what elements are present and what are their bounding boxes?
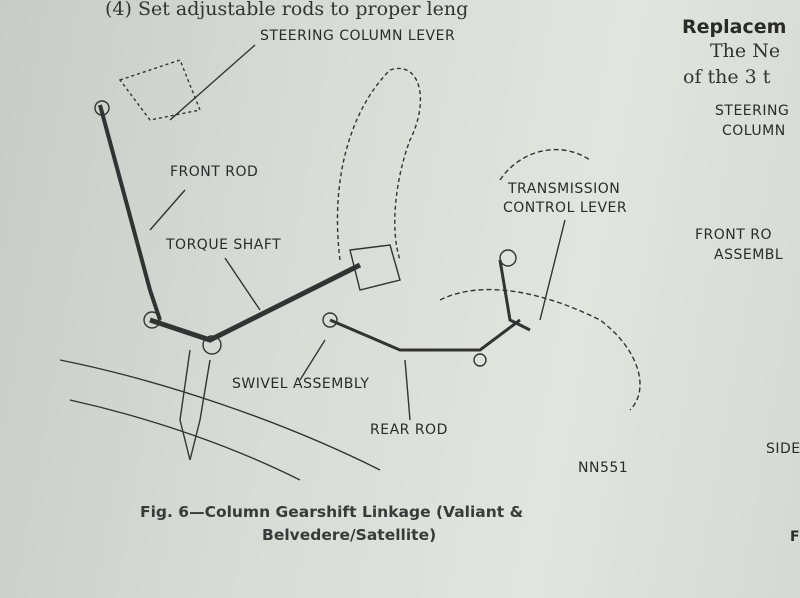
swivel-assembly: [322, 312, 338, 328]
diagram-label: ASSEMBL: [714, 247, 784, 263]
diagram-label: SIDE: [766, 441, 800, 457]
figure-code: NN551: [578, 460, 629, 476]
label-transmission-control-lever: CONTROL LEVER: [503, 200, 628, 216]
leader-line: [299, 339, 326, 381]
figure-caption-line1: Fig. 6—Column Gearshift Linkage (Valiant…: [140, 503, 524, 521]
label-transmission-control-lever: TRANSMISSION: [508, 181, 621, 197]
body-text-line: (4) Set adjustable rods to proper leng: [105, 0, 469, 20]
leader-line: [404, 359, 411, 421]
section-heading: Replacem: [682, 16, 787, 38]
lower-bracket: [179, 349, 211, 461]
rear-rod: [329, 318, 521, 352]
label-swivel-assembly: SWIVEL ASSEMBLY: [232, 376, 370, 392]
diagram-label: FRONT RO: [695, 227, 773, 243]
rear-rod-joint: [473, 353, 487, 367]
steering-column: [118, 59, 201, 121]
torque-shaft-pivot: [202, 335, 222, 355]
leader-line: [539, 219, 566, 321]
label-torque-shaft: TORQUE SHAFT: [166, 237, 282, 253]
torque-shaft-bracket: [349, 244, 401, 291]
front-rod: [98, 104, 162, 321]
body-text-line: The Ne: [710, 40, 781, 62]
label-front-rod: FRONT ROD: [170, 164, 259, 180]
label-steering-column-lever: STEERING COLUMN LEVER: [260, 28, 456, 44]
leader-line: [169, 44, 256, 121]
transmission-lever: [498, 259, 531, 332]
figure-caption-line2: Belvedere/Satellite): [262, 526, 437, 544]
transmission-lever-knob: [499, 249, 517, 267]
label-rear-rod: REAR ROD: [370, 422, 448, 438]
front-rod-joint: [94, 100, 110, 116]
leader-line: [149, 189, 186, 231]
torque-shaft: [149, 262, 362, 343]
caption-fragment: F: [790, 529, 800, 545]
diagram-label: STEERING: [715, 103, 790, 119]
transmission-outline: [439, 148, 641, 411]
leader-line: [224, 257, 261, 311]
body-text-line: of the 3 t: [683, 66, 771, 88]
body-outline: [336, 67, 422, 261]
diagram-label: COLUMN: [722, 123, 786, 139]
torque-shaft-pivot: [143, 311, 161, 329]
